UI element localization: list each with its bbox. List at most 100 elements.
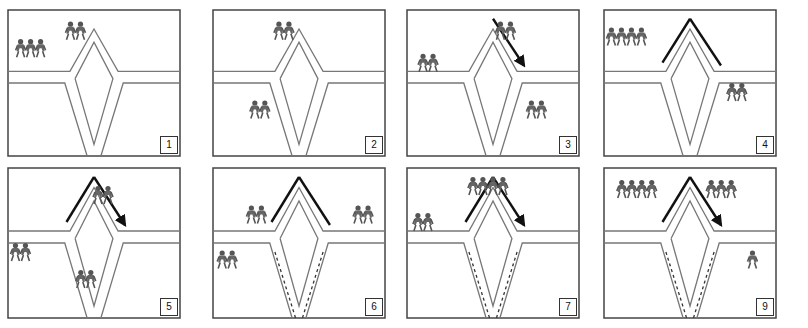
road-edge: [407, 83, 486, 156]
walker-figure: [468, 177, 478, 195]
route-mark: [662, 19, 690, 63]
walker-figure: [93, 186, 103, 204]
kite-island: [474, 42, 512, 144]
walker-figure: [26, 39, 36, 57]
walker-figure: [498, 177, 508, 195]
kite-island: [75, 201, 113, 306]
walker-figure: [256, 205, 266, 223]
road-edge: [101, 83, 180, 156]
walker-figure: [647, 180, 657, 198]
dashed-path: [275, 252, 296, 318]
road-edge: [8, 83, 87, 156]
route-mark: [299, 177, 330, 225]
walker-figure: [726, 180, 736, 198]
panel-number: 3: [559, 136, 577, 154]
route-mark: [690, 19, 721, 66]
road-edge: [500, 83, 579, 156]
walker-figure: [706, 180, 716, 198]
walker-figure: [727, 83, 737, 101]
panel-number: 4: [756, 136, 774, 154]
road-edge: [407, 29, 579, 71]
walker-figure: [636, 27, 646, 45]
panel-drawing: [407, 168, 579, 318]
walker-figure: [716, 180, 726, 198]
walker-figure: [274, 22, 284, 40]
walker-figure: [428, 54, 438, 72]
road-edge: [500, 243, 579, 318]
panel-drawing: [8, 10, 180, 156]
route-mark: [493, 177, 524, 225]
walker-figure: [227, 250, 237, 268]
walker-figure: [478, 177, 488, 195]
panel-number: 2: [365, 136, 383, 154]
road-edge: [213, 29, 385, 71]
road-edge: [8, 243, 87, 318]
panel-drawing: [604, 10, 776, 156]
walker-figure: [10, 243, 20, 261]
walker-figure: [103, 186, 113, 204]
dashed-path: [666, 252, 687, 318]
panel-number: 7: [559, 298, 577, 316]
walker-figure: [16, 39, 26, 57]
road-edge: [407, 188, 579, 232]
walker-figure: [86, 270, 96, 288]
panel-frame: [407, 10, 579, 156]
walker-figure: [20, 243, 30, 261]
kite-island: [671, 201, 709, 306]
road-edge: [697, 83, 776, 156]
panel-number: 9: [756, 298, 774, 316]
panel-frame: [213, 168, 385, 318]
walker-figure: [250, 100, 260, 118]
walker-figure: [637, 180, 647, 198]
walker-figure: [363, 205, 373, 223]
walker-figure: [606, 27, 616, 45]
road-edge: [306, 83, 385, 156]
walker-figure: [627, 180, 637, 198]
panel-frame: [604, 10, 776, 156]
road-edge: [213, 83, 292, 156]
panel-number: 5: [160, 298, 178, 316]
kite-island: [671, 42, 709, 144]
panel-frame: [8, 10, 180, 156]
walker-figure: [36, 39, 46, 57]
walker-figure: [737, 83, 747, 101]
walker-figure: [75, 22, 85, 40]
walker-figure: [65, 22, 75, 40]
panel-frame: [407, 168, 579, 318]
walker-figure: [616, 27, 626, 45]
panel-drawing: [213, 10, 385, 156]
dashed-path: [496, 252, 517, 318]
road-edge: [604, 83, 683, 156]
route-mark: [94, 177, 125, 225]
panel-number: 6: [365, 298, 383, 316]
dashed-path: [302, 252, 323, 318]
walker-figure: [353, 205, 363, 223]
route-mark: [690, 177, 721, 225]
panel-drawing: [213, 168, 385, 318]
walker-figure: [217, 250, 227, 268]
road-edge: [8, 188, 180, 232]
walker-figure: [418, 54, 428, 72]
walker-figure: [495, 22, 505, 40]
route-mark: [66, 177, 94, 222]
route-mark: [271, 177, 299, 222]
walker-figure: [526, 100, 536, 118]
panel-number: 1: [160, 136, 178, 154]
kite-island: [474, 201, 512, 306]
walker-figure: [260, 100, 270, 118]
kite-island: [280, 42, 318, 144]
panel-frame: [213, 10, 385, 156]
kite-island: [280, 201, 318, 306]
route-mark: [662, 177, 690, 222]
dashed-path: [693, 252, 714, 318]
kite-island: [75, 42, 113, 144]
road-edge: [8, 29, 180, 71]
walker-figure: [488, 177, 498, 195]
road-edge: [101, 243, 180, 318]
walker-figure: [76, 270, 86, 288]
road-edge: [213, 243, 292, 318]
road-edge: [697, 243, 776, 318]
road-edge: [604, 29, 776, 71]
